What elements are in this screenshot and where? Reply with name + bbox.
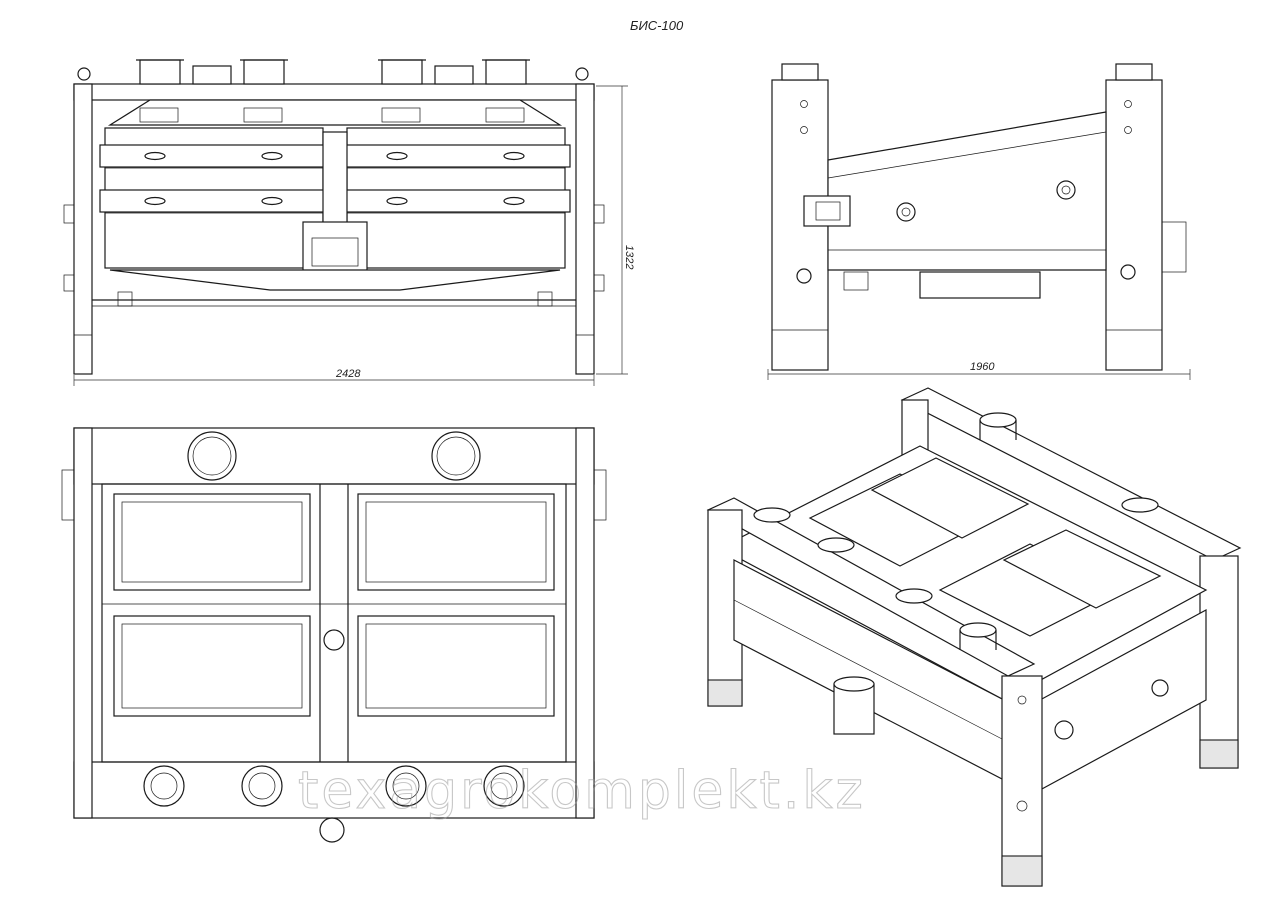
inlet-3 [381,59,423,85]
leg-left [73,83,93,375]
isometric-view [706,387,1242,887]
watermark: texagrokomplekt.kz [298,761,866,821]
sieve-window-2 [357,493,555,591]
sieve-window-1 [113,493,311,591]
iso-motor [833,683,875,735]
inlet-1 [139,59,181,85]
dim-height: 1322 [623,245,635,269]
dim-width: 2428 [335,368,361,380]
drive-motor [302,221,368,273]
side-view: 1960 [767,63,1191,380]
bottom-frame-beam [73,761,595,819]
top-inlet-left [187,431,237,481]
inlet-4 [485,59,527,85]
top-rail [73,83,595,101]
outlet-2 [241,765,283,807]
drawing-title: БИС-100 [630,18,684,33]
lifting-eye-right [575,67,589,81]
dim-length: 1960 [970,361,995,373]
front-view: 2428 1322 [63,59,635,386]
lifting-eye-left [77,67,91,81]
outlet-3 [385,765,427,807]
sieve-body-side [827,111,1107,271]
iso-leg-front-right [1001,675,1043,887]
side-leg-right [1105,79,1163,371]
top-view [61,427,607,843]
outlet-1 [143,765,185,807]
sieve-window-4 [357,615,555,717]
inlet-2 [243,59,285,85]
top-frame-beam [73,427,595,485]
outlet-4 [483,765,525,807]
sieve-window-3 [113,615,311,717]
leg-right [575,83,595,375]
top-inlet-right [431,431,481,481]
motor-side [803,195,851,227]
